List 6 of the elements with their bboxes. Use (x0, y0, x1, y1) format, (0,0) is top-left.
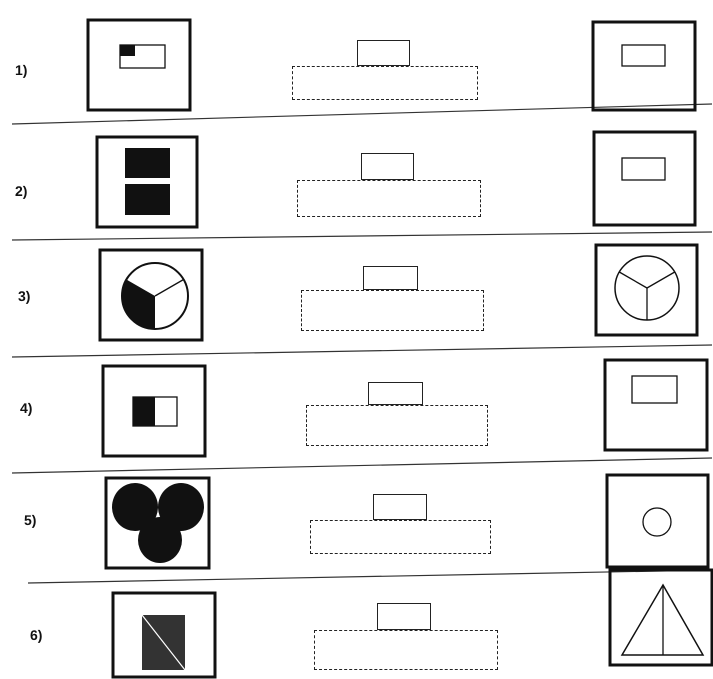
item-number: 3) (18, 288, 30, 304)
item-number: 5) (24, 512, 36, 528)
item-number: 4) (20, 400, 32, 416)
item-number: 2) (15, 183, 28, 199)
item-number: 6) (30, 627, 42, 643)
item-number: 1) (15, 62, 28, 78)
